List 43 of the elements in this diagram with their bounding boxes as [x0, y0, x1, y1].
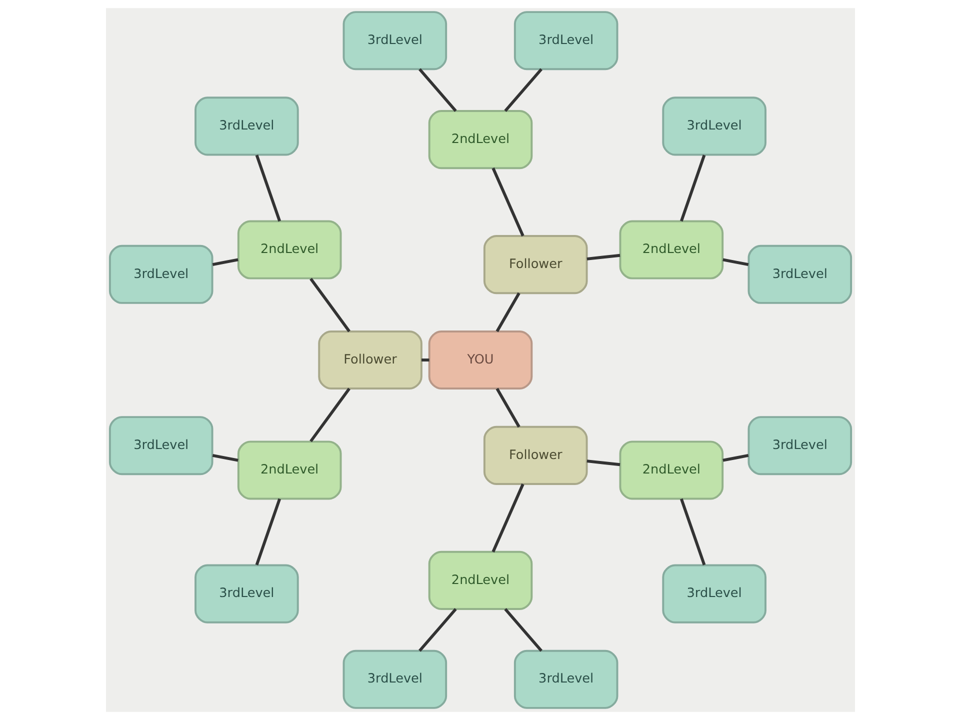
node-box: Follower: [318, 330, 422, 390]
connector: [418, 68, 456, 112]
connector: [504, 68, 542, 112]
node-box: 2ndLevel: [618, 440, 724, 500]
node-box: 3rdLevel: [194, 564, 298, 624]
node-box: 2ndLevel: [236, 440, 342, 500]
node-box: 3rdLevel: [342, 11, 447, 70]
connector: [254, 154, 281, 222]
connector: [418, 608, 456, 652]
node-box: 3rdLevel: [513, 650, 618, 709]
connector: [586, 254, 620, 260]
connector: [491, 168, 524, 236]
connector: [722, 454, 748, 462]
connector: [212, 258, 238, 266]
connector: [212, 454, 238, 462]
node-box: 3rdLevel: [194, 96, 298, 156]
node-box: Follower: [482, 426, 588, 485]
connector: [491, 484, 524, 552]
connector: [586, 460, 620, 466]
node-box: 3rdLevel: [747, 416, 852, 476]
connector: [722, 258, 748, 266]
node-box: Follower: [482, 235, 588, 294]
node-box: 2ndLevel: [428, 550, 532, 610]
node-box: 2ndLevel: [618, 220, 724, 280]
node-box: 3rdLevel: [108, 244, 213, 304]
connector: [679, 498, 706, 566]
node-box: YOU: [428, 330, 532, 390]
connector: [309, 388, 350, 442]
node-box: 3rdLevel: [662, 564, 766, 624]
connector: [309, 278, 350, 332]
node-box: 3rdLevel: [342, 650, 447, 709]
connector: [495, 388, 520, 428]
node-box: 3rdLevel: [108, 416, 213, 476]
node-box: 2ndLevel: [428, 110, 532, 170]
connector: [421, 358, 429, 362]
connector: [495, 292, 520, 332]
node-box: 2ndLevel: [236, 220, 342, 280]
node-box: 3rdLevel: [662, 96, 766, 156]
connector: [679, 154, 706, 222]
node-box: 3rdLevel: [513, 11, 618, 70]
connector: [504, 608, 542, 652]
node-box: 3rdLevel: [747, 244, 852, 304]
connector: [254, 498, 281, 566]
